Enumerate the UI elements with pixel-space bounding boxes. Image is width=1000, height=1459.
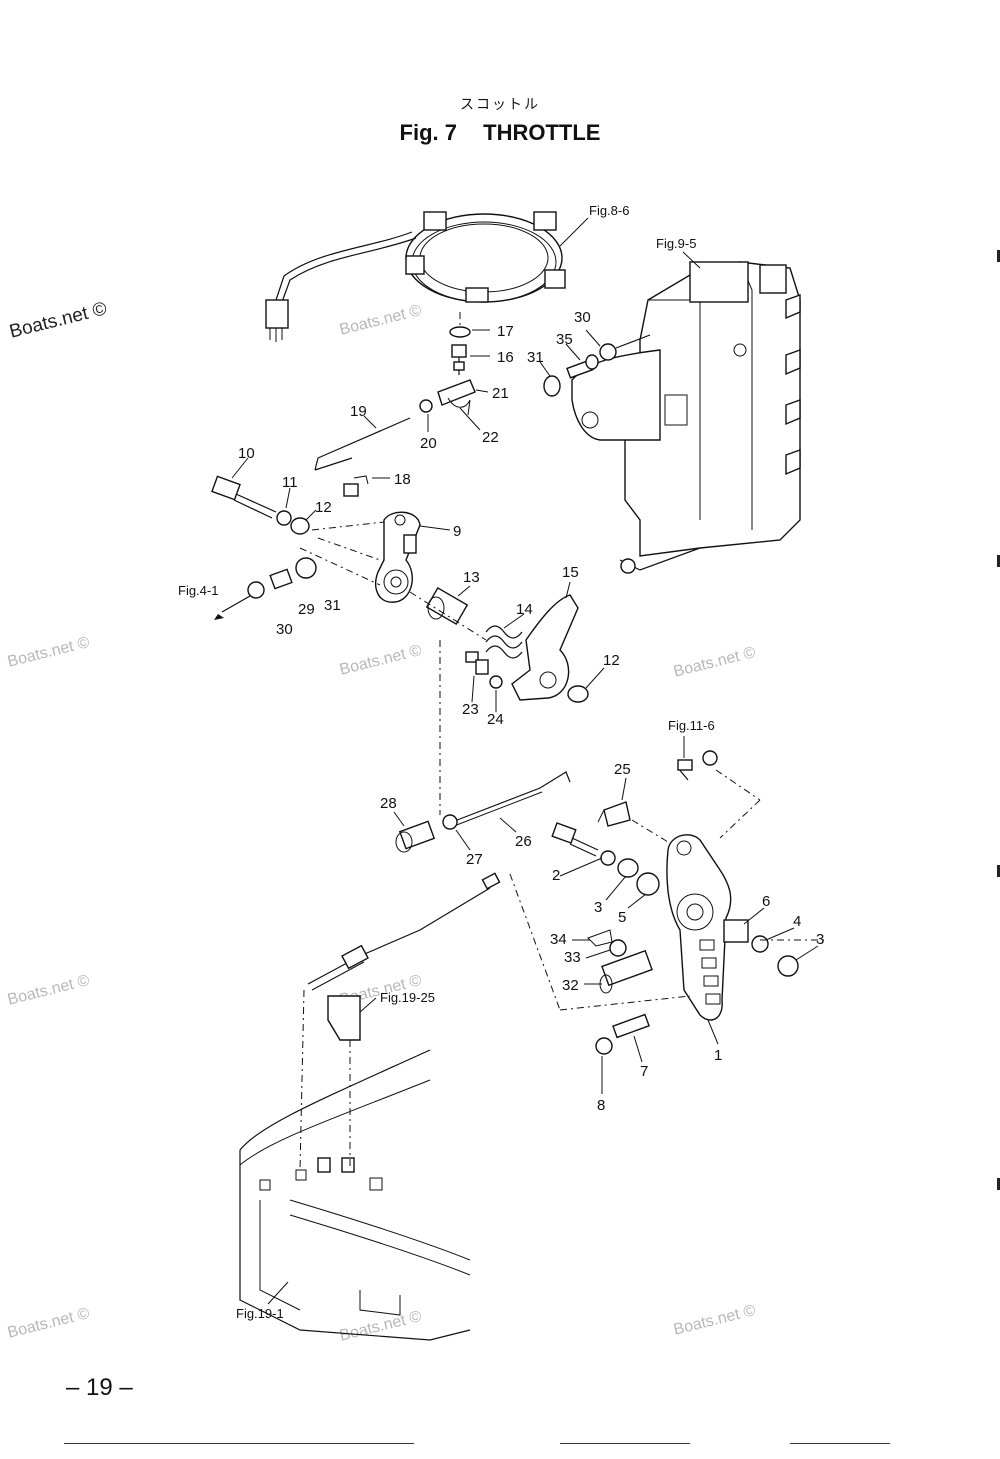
callout-35: 35 <box>556 331 573 348</box>
footer-rule <box>560 1443 690 1444</box>
callout-12: 12 <box>315 499 332 516</box>
callout-26: 26 <box>515 833 532 850</box>
callout-10: 10 <box>238 445 255 462</box>
callout-16: 16 <box>497 349 514 366</box>
callout-13: 13 <box>463 569 480 586</box>
callout-21: 21 <box>492 385 509 402</box>
callout-12-right: 12 <box>603 652 620 669</box>
scan-edge-mark <box>997 865 1000 877</box>
callout-29: 29 <box>298 601 315 618</box>
footer-rule <box>64 1443 414 1444</box>
page-number: – 19 – <box>66 1374 133 1401</box>
callout-3: 3 <box>594 899 602 916</box>
callout-6: 6 <box>762 893 770 910</box>
callout-19: 19 <box>350 403 367 420</box>
fig-ref-11-6: Fig.11-6 <box>668 718 715 733</box>
callout-30: 30 <box>574 309 591 326</box>
callout-3-right: 3 <box>816 931 824 948</box>
callout-20: 20 <box>420 435 437 452</box>
lever-group <box>425 587 589 703</box>
figure-title: Fig. 7 THROTTLE <box>0 120 1000 146</box>
callout-34: 34 <box>550 931 567 948</box>
scan-edge-mark <box>997 1178 1000 1190</box>
carb-screws <box>543 334 651 397</box>
callout-11: 11 <box>282 474 298 491</box>
bottom-cowling <box>239 1049 471 1341</box>
callout-14: 14 <box>516 601 533 618</box>
callout-30-left: 30 <box>276 621 293 638</box>
callout-23: 23 <box>462 701 479 718</box>
scan-edge-mark <box>997 250 1000 262</box>
throttle-arm-group <box>211 475 421 603</box>
pulser-coil-ring <box>265 211 566 342</box>
fig-ref-19-1: Fig.19-1 <box>236 1306 284 1321</box>
callout-24: 24 <box>487 711 504 728</box>
callout-33: 33 <box>564 949 581 966</box>
throttle-cam-group <box>551 750 799 1055</box>
callout-8: 8 <box>597 1097 605 1114</box>
title-text: THROTTLE <box>483 120 601 145</box>
callout-7: 7 <box>640 1063 648 1080</box>
callout-2: 2 <box>552 867 560 884</box>
callout-9: 9 <box>453 523 461 540</box>
callout-1: 1 <box>714 1047 722 1064</box>
scan-edge-mark <box>997 555 1000 567</box>
fig-ref-9-5: Fig.9-5 <box>656 236 696 251</box>
lower-link-group <box>395 771 631 853</box>
link-rod-parts <box>314 326 476 497</box>
fig-ref-19-25: Fig.19-25 <box>380 990 435 1005</box>
alignment-lines <box>299 312 824 1171</box>
fig-ref-4-1: Fig.4-1 <box>178 583 218 598</box>
fig-ref-8-6: Fig.8-6 <box>589 203 629 218</box>
callout-32: 32 <box>562 977 579 994</box>
callout-17: 17 <box>497 323 514 340</box>
japanese-title: スコットル <box>460 97 540 113</box>
callout-31: 31 <box>527 349 544 366</box>
callout-15: 15 <box>562 564 579 581</box>
callout-28: 28 <box>380 795 397 812</box>
callout-27: 27 <box>466 851 483 868</box>
callout-31-left: 31 <box>324 597 341 614</box>
carburetor-assembly <box>571 261 801 574</box>
left-fasteners <box>214 557 317 620</box>
callout-25: 25 <box>614 761 631 778</box>
callout-22: 22 <box>482 429 499 446</box>
callout-4: 4 <box>793 913 801 930</box>
callout-18: 18 <box>394 471 411 488</box>
footer-rule <box>790 1443 890 1444</box>
callout-5: 5 <box>618 909 626 926</box>
throttle-cable <box>307 872 501 1041</box>
fig-number: Fig. 7 <box>399 120 457 145</box>
leader-lines <box>231 217 819 1305</box>
